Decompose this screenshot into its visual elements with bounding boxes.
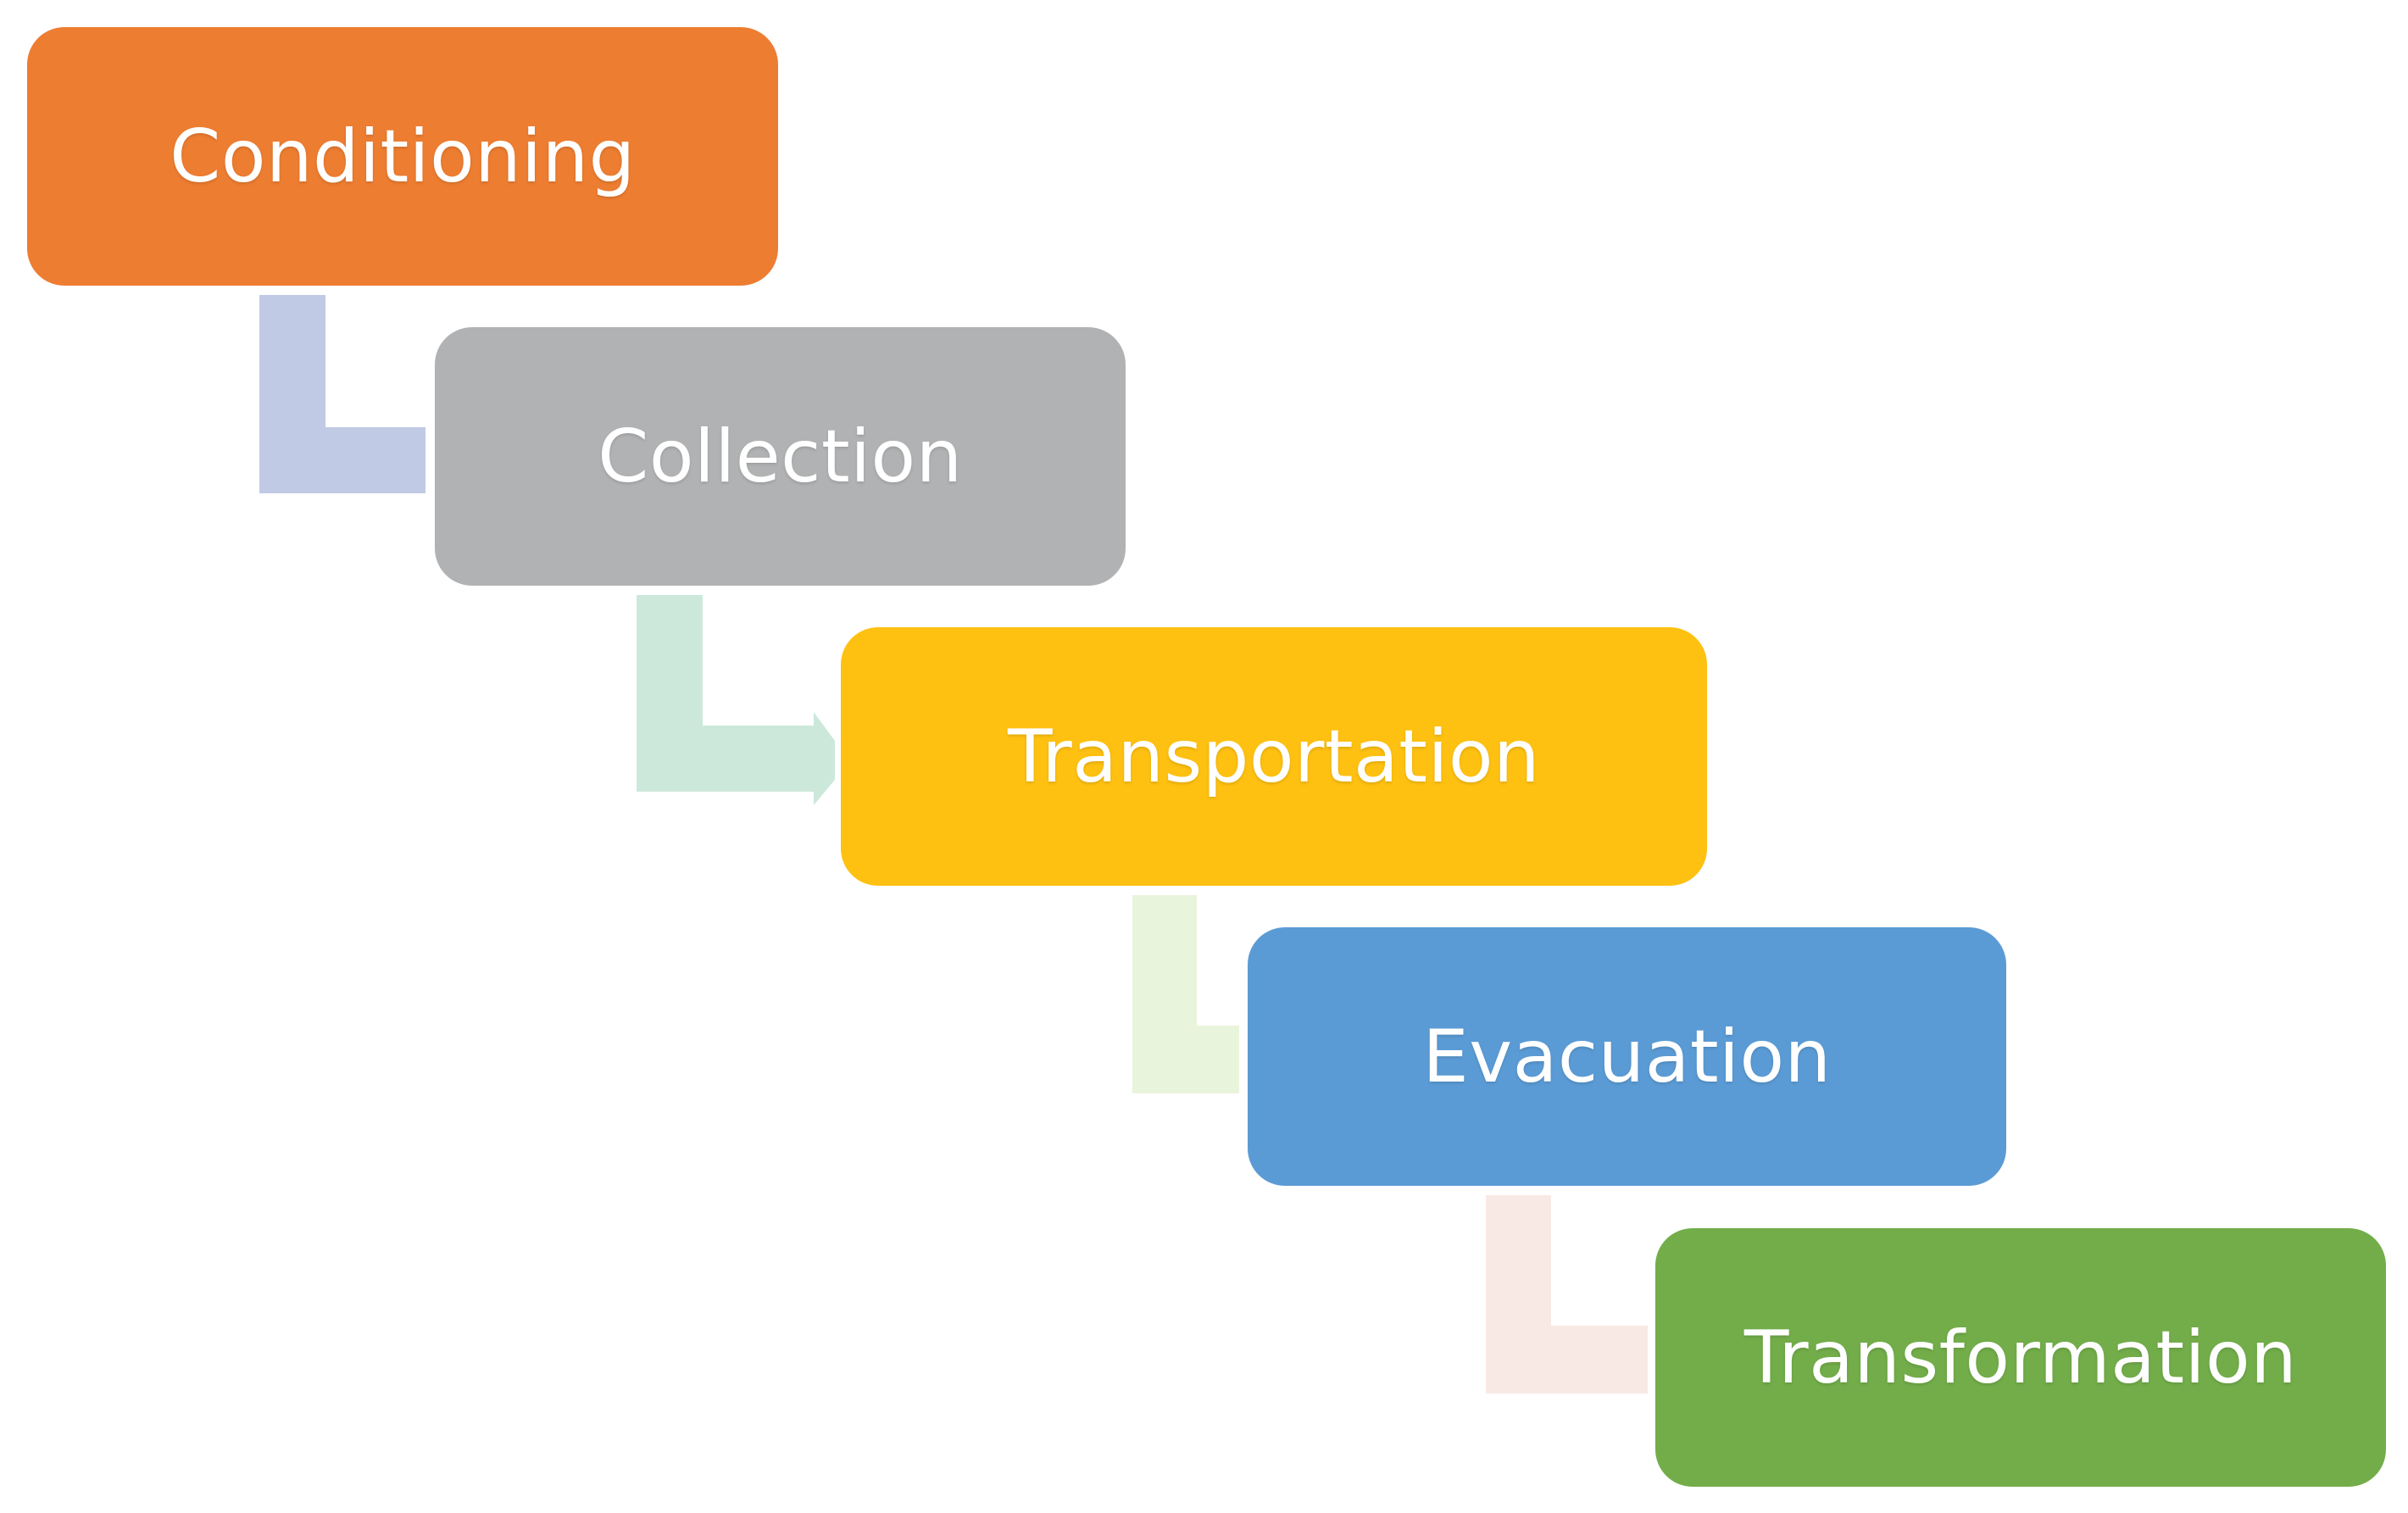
connector-arrow-4: [1486, 1195, 1648, 1393]
connector-arrow-1: [259, 295, 425, 493]
step-label: Transportation: [1008, 714, 1540, 799]
step-label: Collection: [598, 414, 963, 499]
step-label: Transformation: [1743, 1315, 2298, 1400]
step-collection: Collection: [435, 327, 1126, 586]
step-label: Evacuation: [1422, 1014, 1832, 1099]
step-label: Conditioning: [170, 114, 636, 199]
step-conditioning: Conditioning: [27, 27, 778, 286]
connector-arrow-2: [637, 595, 835, 805]
step-transportation: Transportation: [841, 627, 1707, 886]
step-transformation: Transformation: [1655, 1228, 2386, 1487]
step-evacuation: Evacuation: [1248, 927, 2006, 1186]
connector-arrow-3: [1132, 895, 1239, 1093]
